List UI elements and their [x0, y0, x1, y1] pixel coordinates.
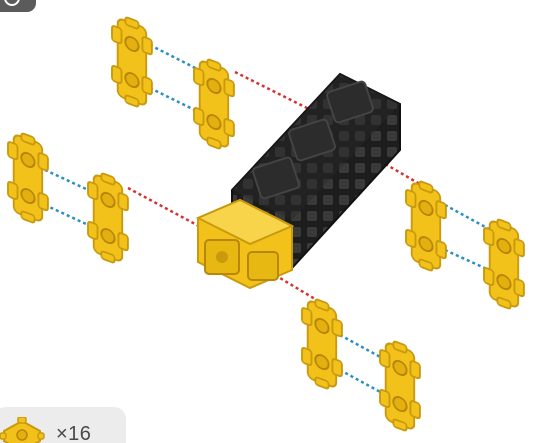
guide-line-red	[269, 270, 326, 307]
guide-line-blue	[444, 203, 501, 237]
step-number-badge	[0, 0, 36, 12]
yellow-connector-piece	[378, 334, 421, 438]
yellow-connector-piece	[110, 10, 153, 114]
guide-line-blue	[339, 368, 396, 402]
yellow-connector-piece	[6, 126, 49, 230]
yellow-connector-piece	[482, 212, 525, 316]
yellow-connector-piece-icon	[0, 417, 45, 443]
yellow-front-assembly	[195, 198, 295, 290]
yellow-connector-piece	[300, 292, 343, 396]
yellow-connector-piece	[404, 174, 447, 278]
yellow-connector-piece	[86, 166, 129, 270]
guide-line-red	[234, 70, 336, 124]
guide-line-blue	[339, 333, 396, 367]
part-quantity-box: ×16	[0, 407, 126, 443]
part-quantity-label: ×16	[56, 423, 92, 443]
yellow-connector-piece	[192, 52, 235, 156]
guide-line-red	[374, 156, 431, 192]
